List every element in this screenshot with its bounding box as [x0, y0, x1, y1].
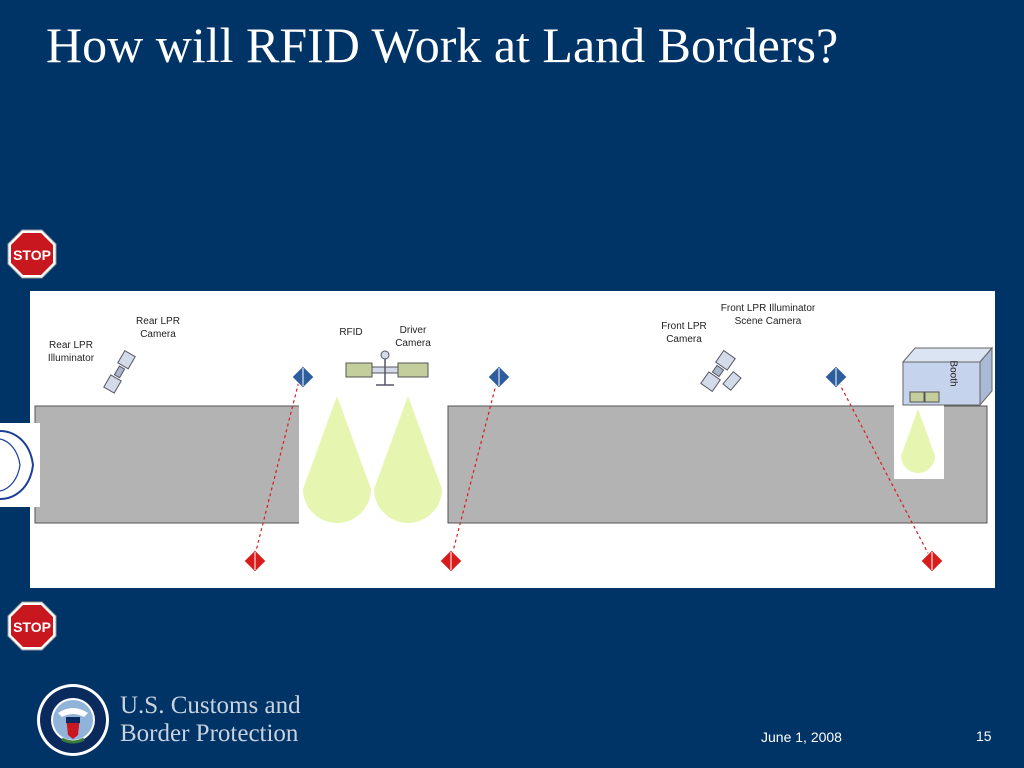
booth-icon: [901, 346, 994, 407]
vehicle-icon: [0, 423, 40, 507]
ground-sensor-icon: [243, 549, 267, 573]
front-lpr-illuminator-scene-camera-label: Front LPR Illuminator Scene Camera: [720, 303, 816, 327]
overhead-sensor-icon: [824, 365, 848, 389]
road-lane: [34, 405, 301, 524]
read-zone-cone: [374, 396, 442, 523]
ground-sensor-icon: [920, 549, 944, 573]
sensor-link-line: [835, 376, 932, 560]
slide-date: June 1, 2008: [761, 729, 842, 745]
front-lpr-illuminator-icon: [722, 370, 742, 392]
overhead-sensor-icon: [487, 365, 511, 389]
sensor-link-line: [253, 376, 301, 560]
overhead-sensor-icon: [291, 365, 315, 389]
agency-wordmark: U.S. Customs and Border Protection: [120, 692, 301, 748]
dhs-seal-icon: [36, 683, 110, 757]
slide-title: How will RFID Work at Land Borders?: [46, 17, 839, 73]
rfid-label: RFID: [339, 327, 363, 338]
slide-page-number: 15: [976, 728, 992, 744]
stop-sign-text: STOP: [13, 619, 51, 635]
sensor-link-line: [450, 376, 499, 560]
front-lpr-camera-label: Front LPR Camera: [661, 321, 707, 345]
agency-line-2: Border Protection: [120, 720, 299, 747]
driver-camera-label: Driver Camera: [395, 325, 431, 349]
rear-lpr-illuminator-label: Rear LPR Illuminator: [47, 340, 95, 364]
booth-label: Booth: [947, 360, 959, 387]
agency-line-1: U.S. Customs and: [120, 692, 301, 719]
rear-lpr-camera-label: Rear LPR Camera: [136, 316, 180, 340]
rear-lpr-camera-icon: [103, 349, 136, 394]
stop-sign-text: STOP: [13, 247, 51, 263]
read-zone-cone: [303, 396, 371, 523]
stop-sign-icon: STOP: [6, 600, 58, 652]
lane-diagram: Rear LPR Illuminator Rear LPR Camera RFI…: [30, 291, 995, 588]
front-lpr-camera-icon: [700, 349, 736, 393]
ground-sensor-icon: [439, 549, 463, 573]
rfid-reader-icon: [345, 350, 399, 386]
booth-read-cone: [901, 409, 935, 473]
stop-sign-icon: STOP: [6, 228, 58, 280]
driver-camera-icon: [397, 362, 429, 378]
